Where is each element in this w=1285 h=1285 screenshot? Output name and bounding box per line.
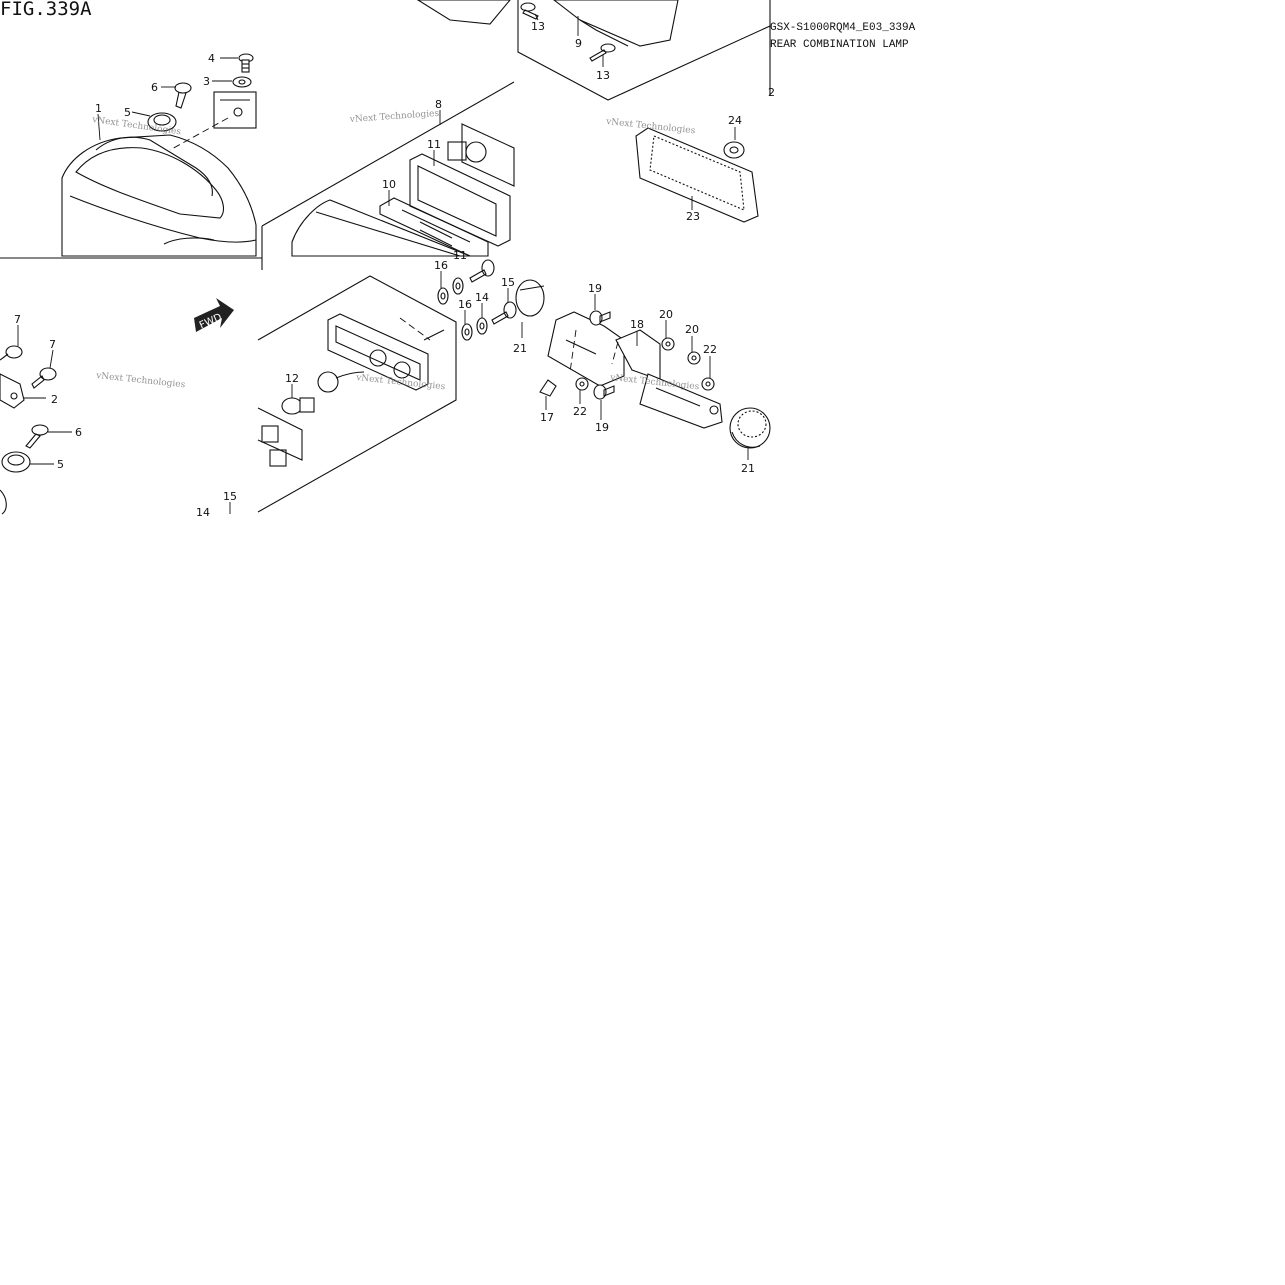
callout-15: 15 (501, 276, 515, 289)
screw-7-left (0, 345, 23, 361)
washer-3 (232, 76, 252, 88)
callout-23: 23 (686, 210, 700, 223)
screw-13-top (520, 2, 539, 20)
screw-19-upper (589, 310, 611, 326)
callout-6-upper: 6 (151, 81, 158, 94)
nut-22-left (575, 377, 589, 391)
callout-13-lower: 13 (596, 69, 610, 82)
callout-2: 2 (51, 393, 58, 406)
callout-8: 8 (435, 98, 442, 111)
callout-11: 11 (427, 138, 441, 151)
bracket-18 (547, 311, 723, 429)
lens-holder-10 (379, 197, 489, 257)
callout-14-bottom: 14 (196, 506, 210, 519)
turn-signal-lens-21-lower (729, 407, 771, 449)
callout-13-top: 13 (531, 20, 545, 33)
grommet-5-lower (1, 451, 31, 473)
screw-15-upper (469, 259, 495, 283)
pin-17 (539, 379, 557, 397)
reflector-23 (635, 127, 759, 223)
callout-9: 9 (575, 37, 582, 50)
callout-labels: 1 2 3 4 5 5 6 6 7 7 8 9 10 11 11 12 13 1… (14, 20, 775, 519)
callout-7-right: 7 (49, 338, 56, 351)
washer-16-upper (437, 287, 449, 305)
bulb-12 (281, 371, 365, 415)
license-lamp-body (327, 313, 445, 391)
callout-10: 10 (382, 178, 396, 191)
callout-1: 1 (95, 102, 102, 115)
screw-7-right (31, 367, 57, 389)
callout-5-upper: 5 (124, 106, 131, 119)
callout-19-lower: 19 (595, 421, 609, 434)
callout-19-upper: 19 (588, 282, 602, 295)
screw-13-lower (589, 43, 616, 62)
watermark-4: vNext Technologies (95, 371, 186, 390)
nut-20-right (687, 351, 701, 365)
callout-7-left: 7 (14, 313, 21, 326)
callout-15-bottom: 15 (223, 490, 237, 503)
tail-lamp-housing (61, 91, 257, 257)
bracket-2 (0, 373, 25, 409)
callout-22-left: 22 (573, 405, 587, 418)
callout-20-left: 20 (659, 308, 673, 321)
tail-lamp-lens (291, 199, 471, 257)
callout-4: 4 (208, 52, 215, 65)
model-code: GSX-S1000RQM4_E03_339A (770, 22, 916, 34)
callout-2-edge: 2 (768, 86, 775, 99)
callout-6-lower: 6 (75, 426, 82, 439)
callout-14: 14 (475, 291, 489, 304)
callout-12: 12 (285, 372, 299, 385)
turn-signal-housing-9 (416, 0, 679, 47)
callout-11-small: 11 (453, 249, 467, 262)
screw-6-upper (174, 82, 192, 109)
callout-18: 18 (630, 318, 644, 331)
callout-24: 24 (728, 114, 742, 127)
washer-14-upper (452, 277, 464, 295)
grommet-5-upper (147, 112, 177, 132)
callout-17: 17 (540, 411, 554, 424)
lamp-socket-top (447, 123, 515, 187)
panel-frames (0, 0, 771, 513)
housing-edge-lower (0, 489, 7, 515)
callout-22-right: 22 (703, 343, 717, 356)
screw-4 (238, 53, 254, 73)
callout-21-lower: 21 (741, 462, 755, 475)
nut-24 (723, 141, 745, 159)
screw-19-lower (593, 384, 615, 400)
callout-3: 3 (203, 75, 210, 88)
watermark-2: vNext Technologies (349, 109, 440, 125)
nut-22-right (701, 377, 715, 391)
washer-16-lower (461, 323, 473, 341)
screw-6-lower (25, 424, 49, 449)
leader-lines (17, 13, 749, 514)
callout-21-upper: 21 (513, 342, 527, 355)
turn-signal-lens-21-upper (515, 279, 545, 317)
callout-5-lower: 5 (57, 458, 64, 471)
screw-15-lower (491, 301, 517, 325)
callout-16-upper: 16 (434, 259, 448, 272)
washer-14-lower (476, 317, 488, 335)
socket-housing-lower (257, 407, 303, 467)
callout-20-right: 20 (685, 323, 699, 336)
figure-title: FIG.339A (0, 0, 92, 20)
part-caption: REAR COMBINATION LAMP (770, 39, 909, 51)
watermark-5: vNext Technologies (355, 373, 446, 392)
callout-16-lower: 16 (458, 298, 472, 311)
fwd-arrow-icon: FWD (194, 298, 234, 332)
nut-20-left (661, 337, 675, 351)
